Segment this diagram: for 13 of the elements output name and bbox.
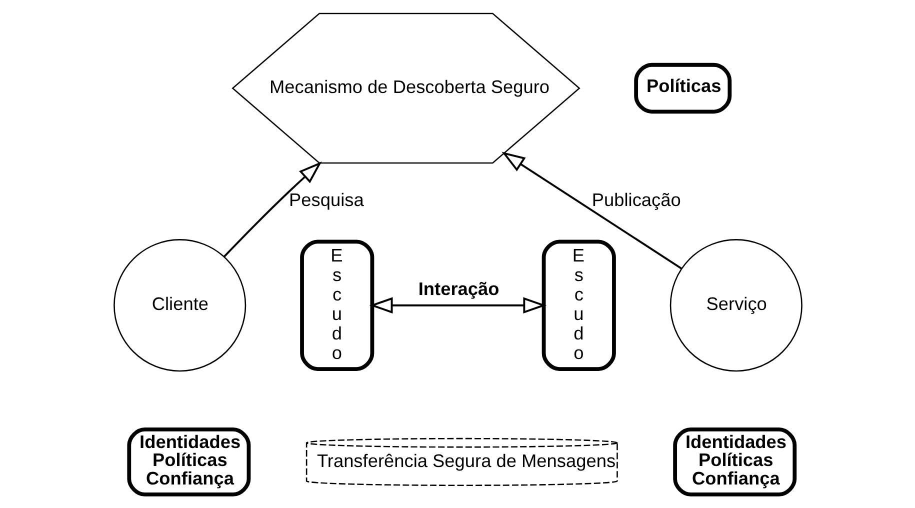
node-box: Políticas [634,62,732,114]
edge-label: Publicação [591,190,680,210]
node-circle: Serviço [669,239,802,372]
arrow [222,161,322,258]
edge-label: Interação [418,279,499,300]
arrow [368,297,546,314]
node-box: Identidades Políticas Confiança [672,428,796,496]
node-box: Identidades Políticas Confiança [126,428,250,496]
node-circle: Cliente [113,239,246,372]
arrow [501,152,682,270]
node-box: Escudo [300,240,374,371]
node-box: Escudo [541,240,616,371]
edge-label: Pesquisa [288,190,364,210]
